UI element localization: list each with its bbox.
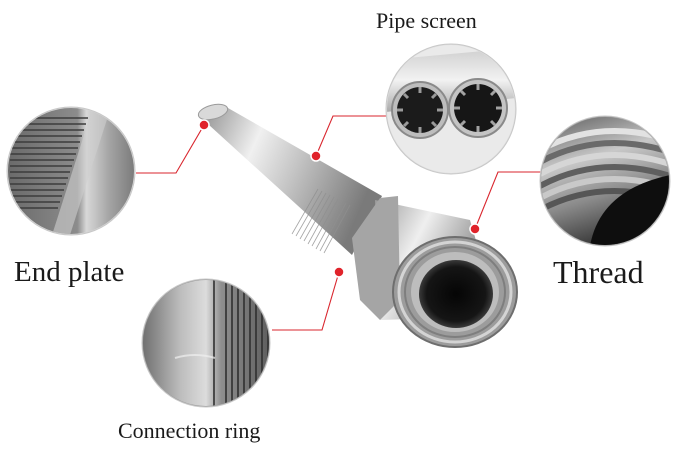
marker-thread [469,223,481,235]
callout-markers [198,119,481,278]
detail-pipe-screen [385,43,517,175]
screen-tube-right [448,78,508,138]
pipe-end-thread [392,236,518,348]
label-end-plate: End plate [14,256,125,288]
detail-connection-ring [141,278,271,408]
label-connection-ring: Connection ring [118,418,261,443]
detail-end-plate [6,106,136,236]
pipe-bore [419,260,493,328]
callout-lines [136,115,548,331]
label-thread: Thread [553,254,644,290]
pipe-groove-lines [291,188,351,254]
detail-thread [539,115,671,247]
label-pipe-screen: Pipe screen [376,8,477,33]
marker-end-plate [198,119,210,131]
marker-pipe-screen [310,150,322,162]
marker-connection-ring [333,266,345,278]
screen-tube-left [391,81,449,139]
pipe-body [197,103,382,255]
